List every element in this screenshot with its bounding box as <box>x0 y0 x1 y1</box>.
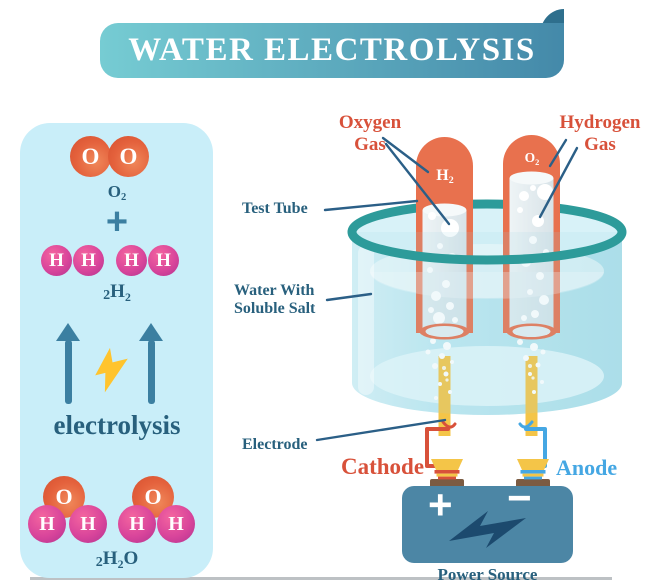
tube-left-mouth <box>425 326 464 337</box>
oxygen-gas-label: Oxygen Gas <box>338 112 402 155</box>
terminal-right-stripe <box>524 476 542 480</box>
up-arrow-left-head <box>56 323 80 341</box>
atom-letter: O <box>119 143 138 169</box>
lightning-shape <box>95 347 128 393</box>
atom-letter: O <box>81 143 100 169</box>
page-title: WATER ELECTROLYSIS <box>128 32 536 68</box>
formula-base: O <box>524 150 536 165</box>
plus-sign: + <box>105 201 129 243</box>
water-hydrogen-atom: H <box>69 505 107 543</box>
electrode-bubbles <box>442 364 535 382</box>
rising-bubbles-right <box>517 339 546 394</box>
o2-formula: O2 <box>27 182 207 204</box>
water-front-sheen <box>370 272 604 299</box>
up-arrow-right <box>148 340 155 404</box>
formula-base: O <box>107 182 121 201</box>
formula-base: H <box>102 548 118 569</box>
battery-plus-sign: + <box>428 481 453 528</box>
terminal-left-stripe <box>438 476 456 480</box>
rim-back <box>347 199 627 233</box>
water-label: Water With Soluble Salt <box>234 282 316 318</box>
hydrogen-gas-label: Hydrogen Gas <box>559 112 641 155</box>
water-hydrogen-atom: H <box>157 505 195 543</box>
bottom-edge-line <box>30 577 612 580</box>
hydrogen-atom: H <box>41 245 72 276</box>
water-hydrogen-atom: H <box>118 505 156 543</box>
atom-letter: O <box>55 484 73 509</box>
atom-letter: H <box>124 249 139 271</box>
rising-bubbles-left <box>425 338 454 400</box>
formula-sub: 2 <box>448 174 454 186</box>
water-line <box>325 292 373 302</box>
formula-post: O <box>123 548 139 569</box>
formula-pre: 2 <box>103 286 111 303</box>
glass-highlight <box>358 245 374 395</box>
up-arrow-left <box>65 340 72 404</box>
electrode-label: Electrode <box>242 436 308 453</box>
h2o-formula: 2H2O <box>27 548 207 571</box>
atom-letter: H <box>49 249 64 271</box>
power-source-label: Power Source <box>437 565 538 584</box>
formula-sub: 2 <box>535 157 540 167</box>
oxygen-atom: O <box>70 136 111 177</box>
atom-letter: H <box>168 512 184 535</box>
title-banner: WATER ELECTROLYSIS <box>100 23 564 78</box>
terminal-left-cap <box>431 459 463 470</box>
glass-front <box>352 232 622 415</box>
cathode-wire-hook <box>441 420 457 429</box>
terminal-right-stripe <box>520 470 546 474</box>
formula-base: H <box>436 167 449 184</box>
rim-front <box>347 231 627 265</box>
tube-left-gas-formula: H2 <box>428 167 462 186</box>
electrode-line <box>315 418 447 442</box>
terminal-right-stripe <box>522 473 544 477</box>
formula-sub: 2 <box>120 192 127 204</box>
atom-letter: O <box>144 484 162 509</box>
formula-pre: 2 <box>95 553 103 570</box>
lightning-icon <box>95 347 128 393</box>
test-tube-label: Test Tube <box>242 200 308 217</box>
battery-body <box>402 486 573 563</box>
atom-letter: H <box>80 512 96 535</box>
oxygen-atom: O <box>108 136 149 177</box>
battery-minus-sign: − <box>507 474 532 521</box>
leader-lines <box>315 136 579 442</box>
formula-sub: 2 <box>124 290 131 304</box>
formula-base: H <box>110 281 125 302</box>
water-hydrogen-atom: H <box>28 505 66 543</box>
up-arrow-right-head <box>139 323 163 341</box>
hydrogen-atom: H <box>116 245 147 276</box>
electrode-right <box>525 356 538 436</box>
tube-right-gas-top <box>509 171 554 185</box>
hydrogen-gas-line-long <box>538 146 579 219</box>
battery-lightning-icon <box>449 511 526 548</box>
atom-letter: H <box>39 512 55 535</box>
hydrogen-atom: H <box>73 245 104 276</box>
cathode-label: Cathode <box>341 454 425 479</box>
oxygen-gas-line <box>381 136 430 174</box>
formula-sub: 2 <box>117 557 124 571</box>
atom-letter: H <box>156 249 171 271</box>
terminal-left-stripe <box>434 470 460 474</box>
test-tube-line <box>323 199 419 212</box>
container-floor <box>370 346 604 406</box>
tube-right-mouth <box>512 326 551 337</box>
h2-formula: 2H2 <box>27 281 207 304</box>
reaction-panel: O O O2 + H H H H 2H2 electrolysis O H H … <box>20 123 213 578</box>
cathode-wire <box>425 427 450 468</box>
hydrogen-gas-line <box>548 138 568 168</box>
anode-label: Anode <box>556 455 618 480</box>
hydrogen-atom: H <box>148 245 179 276</box>
atom-letter: H <box>81 249 96 271</box>
anode-wire-hook <box>518 420 534 429</box>
electrolysis-label: electrolysis <box>53 410 181 440</box>
oxygen-gas-line-long <box>384 142 451 226</box>
terminal-left-stripe <box>436 473 458 477</box>
terminal-right-cap <box>517 459 549 470</box>
atom-letter: H <box>129 512 145 535</box>
tube-right-gas-formula: O2 <box>515 150 549 167</box>
